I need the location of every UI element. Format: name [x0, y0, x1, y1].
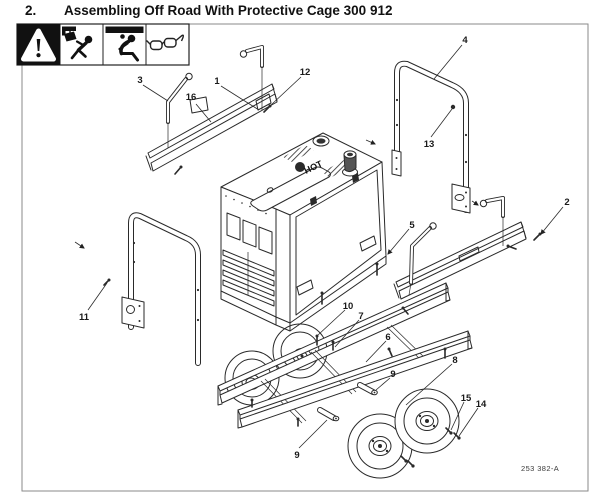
- callout-15: 15: [461, 393, 472, 404]
- front-grille: [222, 249, 275, 307]
- callout-9a-leader: [375, 377, 391, 391]
- hoop-bolt: [450, 104, 456, 110]
- callout-1-leader: [220, 85, 260, 111]
- figure-number: 253 382-A: [521, 464, 559, 473]
- cage-hoop-left: [121, 212, 201, 366]
- cage-mount-bracket-rear: [359, 235, 377, 252]
- callout-5: 5: [409, 220, 415, 231]
- callout-4: 4: [462, 35, 468, 46]
- callout-7-leader: [334, 319, 360, 348]
- callout-16-leader: [195, 103, 212, 123]
- callout-3-leader: [142, 84, 169, 102]
- callout-12: 12: [300, 67, 311, 78]
- fasteners: [103, 262, 461, 468]
- exhaust-pipe: [342, 150, 358, 177]
- falling-load-hazard-icon: [62, 26, 93, 60]
- axle-stub-right: [357, 382, 378, 396]
- callout-labels: 1 2 3 4 5 6 7 8 9 9 10 11 12 13 14 15 16: [79, 35, 570, 461]
- cage-mount-bracket-front: [296, 279, 314, 296]
- warning-icon-strip: [16, 23, 190, 66]
- hot-decal-logo: [295, 162, 305, 172]
- callout-10-leader: [317, 309, 346, 336]
- callout-14-leader: [458, 407, 479, 437]
- top-vent-left: [283, 145, 314, 162]
- cage-hoop-right: [74, 60, 479, 249]
- callout-2: 2: [564, 197, 569, 208]
- callout-leaders: [87, 44, 564, 449]
- callout-13-leader: [430, 108, 453, 138]
- callout-6-leader: [365, 340, 387, 363]
- machine-illustration: HOT: [220, 132, 387, 332]
- safety-glasses-icon: [146, 34, 185, 51]
- callout-8-leader: [405, 363, 453, 406]
- cage-rail-left: [145, 45, 278, 175]
- callout-2-leader: [540, 206, 564, 235]
- callout-8: 8: [452, 355, 457, 366]
- callout-16: 16: [186, 92, 197, 103]
- callout-5-leader: [387, 228, 410, 255]
- hoop-right-front-bracket: [391, 149, 402, 177]
- callout-14: 14: [476, 399, 487, 410]
- callout-12-leader: [270, 76, 302, 106]
- callout-1: 1: [214, 76, 220, 87]
- callout-3: 3: [137, 75, 142, 86]
- callout-4-leader: [433, 44, 463, 80]
- callout-11-leader: [87, 282, 108, 311]
- wheel-rear-right: [394, 388, 460, 454]
- trailer-crossmembers: [260, 324, 428, 424]
- callout-7: 7: [358, 311, 363, 322]
- axle-stub-left: [317, 407, 340, 422]
- callout-9a: 9: [390, 369, 395, 380]
- callout-10: 10: [343, 301, 354, 312]
- callout-9b: 9: [294, 450, 299, 461]
- label-plate: [189, 96, 209, 114]
- callout-11: 11: [79, 312, 90, 323]
- callout-6: 6: [385, 332, 390, 343]
- callout-13: 13: [424, 139, 435, 150]
- crushing-hazard-icon: [105, 26, 144, 62]
- callout-9b-leader: [298, 419, 328, 449]
- warning-alert-icon: [17, 24, 60, 65]
- fuel-cap-icon: [312, 135, 330, 147]
- page-title: Assembling Off Road With Protective Cage…: [64, 3, 393, 18]
- figure-border: [21, 23, 589, 492]
- trailer-frame: [217, 282, 473, 429]
- section-number: 2.: [25, 3, 37, 18]
- callout-15-leader: [450, 401, 465, 431]
